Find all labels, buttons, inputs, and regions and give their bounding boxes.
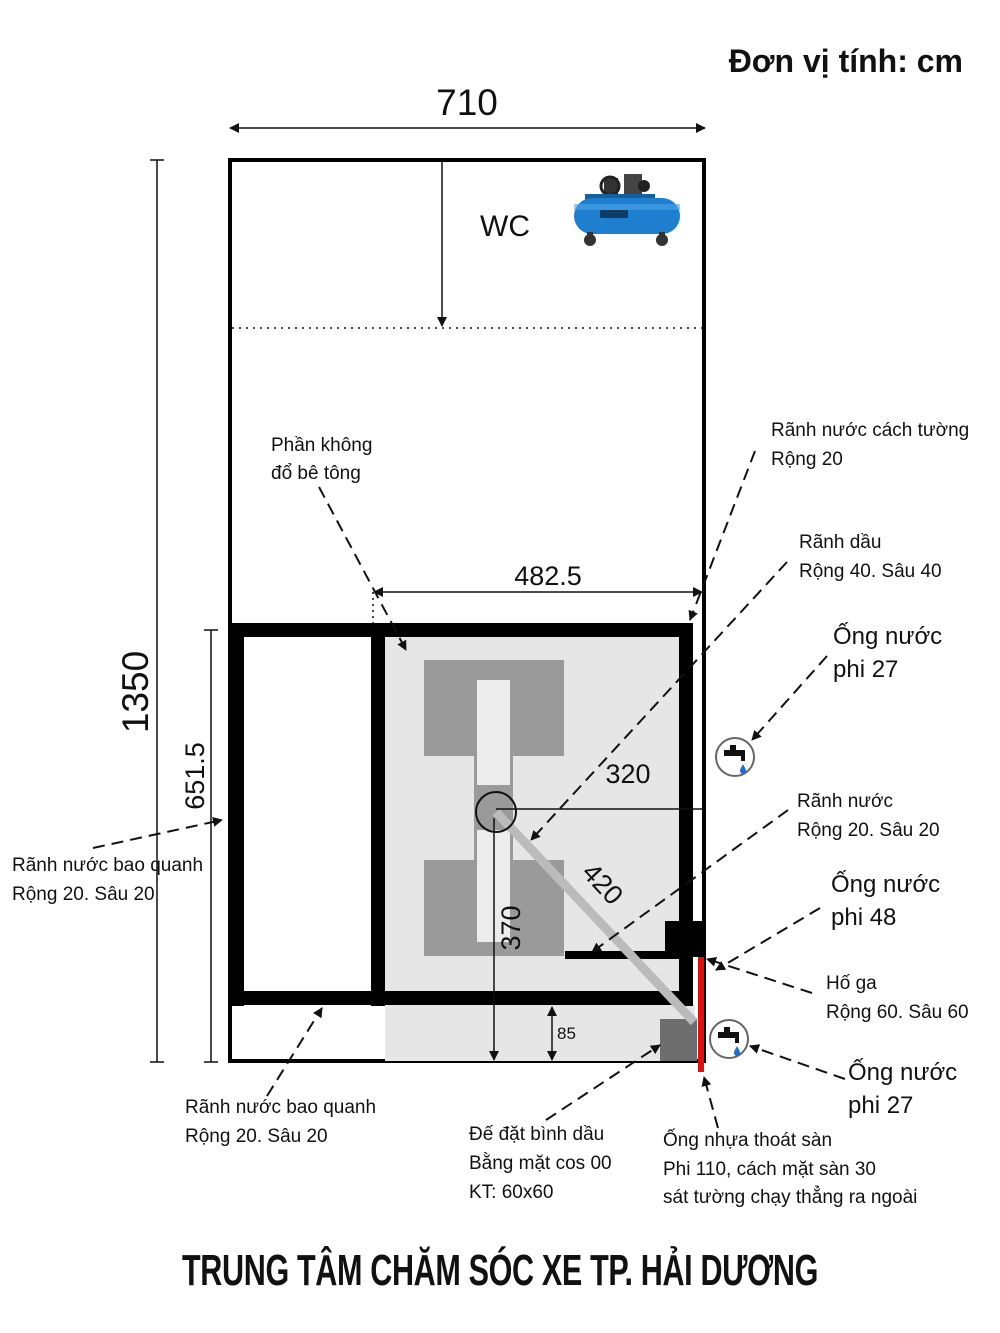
faucet-icon (709, 1019, 749, 1059)
oil-drain-channel (565, 951, 682, 959)
oil-drain-label: Rãnh dầu Rộng 40. Sâu 40 (799, 532, 942, 582)
base-depth-dim: 85 (557, 1024, 576, 1043)
manhole-box (665, 921, 705, 957)
pit-to-bottom-dim: 370 (496, 905, 526, 950)
pit-to-wall-dim: 320 (605, 759, 650, 789)
manhole-label: Hố ga Rộng 60. Sâu 60 (826, 973, 969, 1023)
total-length-dim: 1350 (115, 651, 156, 733)
perimeter-left-label: Rãnh nước bao quanh Rộng 20. Sâu 20 (12, 855, 208, 905)
floor-pipe-label: Ống nhựa thoát sàn Phi 110, cách mặt sàn… (663, 1129, 917, 1208)
left-length-dim: 651.5 (180, 742, 210, 810)
pipe-top-label: Ống nước phi 27 (833, 622, 949, 683)
leader-lines (92, 450, 846, 1129)
air-compressor-icon (574, 174, 680, 246)
wall-drain-label: Rãnh nước cách tường Rộng 20 (771, 420, 975, 470)
pipe-bottom-label: Ống nước phi 27 (848, 1058, 964, 1119)
perimeter-bottom-label: Rãnh nước bao quanh Rộng 20. Sâu 20 (185, 1097, 381, 1147)
oil-base-label: Đế đặt bình dầu Bằng mặt cos 00 KT: 60x6… (469, 1124, 617, 1203)
unit-label: Đơn vị tính: cm (729, 43, 963, 79)
pipe-48-label: Ống nước phi 48 (831, 870, 947, 931)
lift-center-drain (475, 791, 517, 833)
water-drain-label: Rãnh nước Rộng 20. Sâu 20 (797, 791, 940, 841)
total-width-dim: 710 (436, 82, 498, 123)
bottom-floor-strip (385, 1005, 695, 1061)
page-title: TRUNG TÂM CHĂM SÓC XE TP. HẢI DƯƠNG (182, 1245, 818, 1295)
inner-width-dim: 482.5 (514, 561, 582, 591)
oil-base-block (660, 1019, 697, 1061)
no-concrete-label: Phần không đổ bê tông (271, 435, 378, 484)
diagonal-oil-pipe (492, 808, 698, 1026)
perimeter-drain-walls (230, 623, 693, 1006)
faucet-icon (715, 737, 755, 777)
wc-label: WC (480, 210, 530, 243)
